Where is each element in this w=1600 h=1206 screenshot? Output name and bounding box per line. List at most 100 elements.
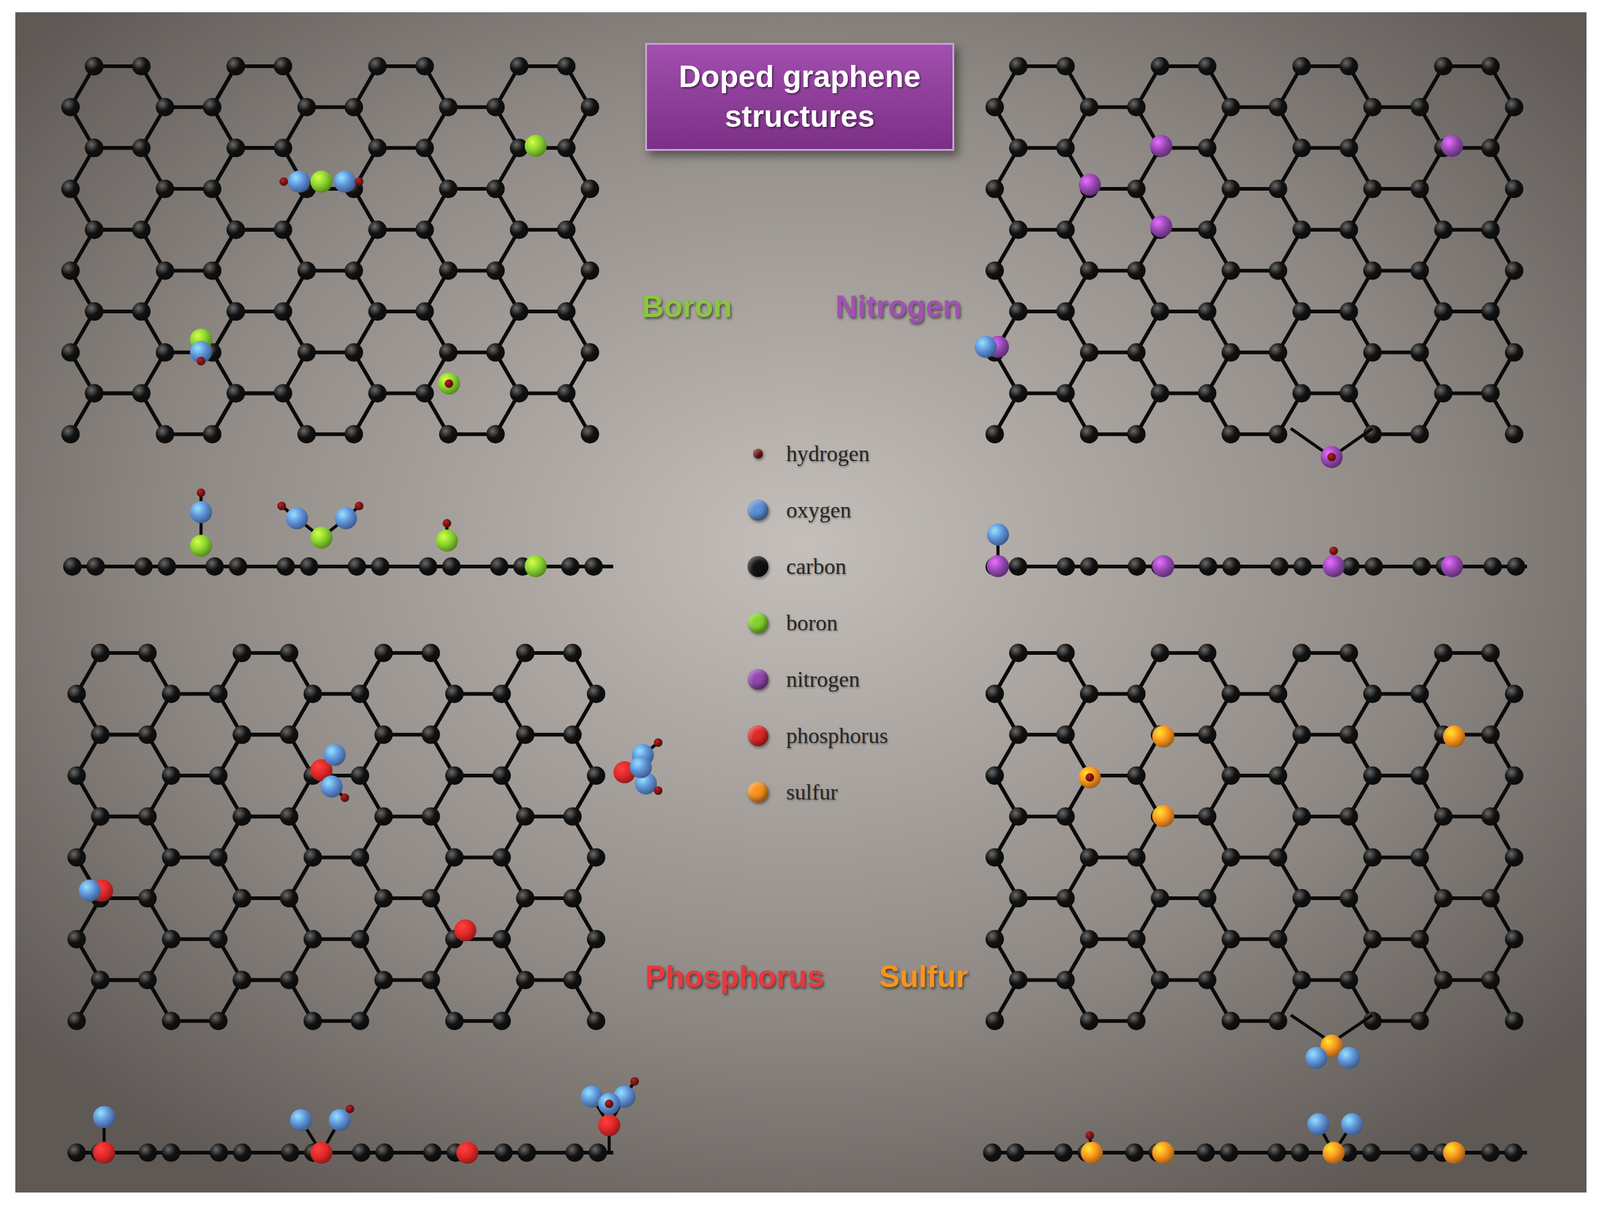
carbon-atom	[1056, 557, 1076, 576]
carbon-atom	[1268, 424, 1288, 444]
carbon-atom	[415, 57, 435, 76]
carbon-atom	[202, 179, 222, 199]
carbon-atom	[1434, 302, 1453, 321]
carbon-atom	[1056, 383, 1076, 403]
dopant-atom	[986, 555, 1009, 578]
carbon-atom	[67, 930, 86, 949]
carbon-atom	[1056, 643, 1076, 663]
carbon-atom	[1270, 557, 1289, 576]
carbon-atom	[1221, 179, 1241, 199]
carbon-atom	[1483, 557, 1502, 576]
carbon-atom	[1151, 643, 1170, 663]
dopant-atom	[1338, 1046, 1361, 1069]
carbon-atom	[1504, 261, 1524, 280]
carbon-atom	[85, 138, 104, 157]
carbon-atom	[303, 1011, 322, 1031]
carbon-atom	[371, 557, 390, 576]
dopant-atom	[196, 488, 206, 498]
carbon-atom	[1151, 57, 1170, 76]
carbon-atom	[421, 643, 441, 663]
carbon-atom	[61, 179, 80, 199]
carbon-atom	[303, 930, 322, 949]
carbon-atom	[439, 424, 458, 444]
carbon-atom	[1339, 807, 1359, 827]
carbon-atom	[1009, 383, 1028, 403]
carbon-atom	[1079, 848, 1099, 867]
carbon-atom	[561, 557, 580, 576]
carbon-atom	[985, 98, 1004, 117]
carbon-atom	[1292, 643, 1312, 663]
carbon-atom	[233, 889, 252, 908]
dopant-atom	[1078, 766, 1101, 789]
carbon-atom	[209, 766, 228, 785]
carbon-atom	[985, 179, 1004, 199]
carbon-atom	[226, 383, 246, 403]
carbon-atom	[1410, 424, 1429, 444]
legend-text: oxygen	[786, 497, 852, 524]
carbon-atom	[350, 1011, 370, 1031]
carbon-atom	[1151, 889, 1170, 908]
dopant-atom	[1150, 134, 1173, 157]
carbon-atom	[1410, 848, 1429, 867]
carbon-atom	[1009, 643, 1028, 663]
carbon-atom	[985, 930, 1004, 949]
dopant-atom	[285, 507, 308, 530]
dopant-atom	[604, 1099, 614, 1109]
carbon-atom	[1127, 424, 1146, 444]
carbon-atom	[86, 557, 105, 576]
carbon-atom	[586, 766, 606, 785]
carbon-atom	[61, 98, 80, 117]
carbon-atom	[1363, 685, 1382, 704]
lattice-panel	[61, 57, 600, 444]
carbon-atom	[1410, 685, 1429, 704]
carbon-atom	[1198, 970, 1217, 990]
carbon-atom	[1504, 848, 1524, 867]
carbon-atom	[1221, 424, 1241, 444]
legend-swatch	[753, 448, 763, 459]
dopant-atom	[524, 555, 548, 578]
carbon-atom	[297, 98, 316, 117]
carbon-atom	[155, 343, 175, 362]
carbon-atom	[510, 220, 529, 240]
carbon-atom	[1292, 57, 1312, 76]
carbon-atom	[209, 848, 228, 867]
carbon-atom	[1127, 343, 1146, 362]
carbon-atom	[303, 685, 322, 704]
carbon-atom	[233, 643, 252, 663]
carbon-atom	[1222, 557, 1241, 576]
carbon-atom	[985, 848, 1004, 867]
carbon-atom	[1268, 685, 1288, 704]
carbon-atom	[374, 970, 394, 990]
dopant-atom	[1441, 134, 1464, 157]
carbon-atom	[557, 138, 576, 157]
carbon-atom	[439, 261, 458, 280]
carbon-atom	[1339, 138, 1359, 157]
carbon-atom	[1504, 424, 1524, 444]
carbon-atom	[1290, 1143, 1310, 1163]
carbon-atom	[1339, 889, 1359, 908]
carbon-atom	[134, 557, 153, 576]
carbon-atom	[132, 57, 151, 76]
dopant-atom	[456, 1141, 479, 1164]
carbon-atom	[276, 557, 295, 576]
carbon-atom	[1292, 807, 1312, 827]
carbon-atom	[375, 1143, 394, 1163]
carbon-atom	[1268, 98, 1288, 117]
carbon-atom	[1434, 970, 1453, 990]
carbon-atom	[1481, 807, 1501, 827]
carbon-atom	[1009, 725, 1028, 744]
legend-text: hydrogen	[786, 440, 870, 467]
dopant-atom	[1152, 725, 1175, 748]
carbon-atom	[510, 302, 529, 321]
carbon-atom	[1504, 343, 1524, 362]
dopant-atom	[1320, 445, 1343, 468]
carbon-atom	[91, 807, 110, 827]
carbon-atom	[1127, 848, 1146, 867]
carbon-atom	[91, 970, 110, 990]
carbon-atom	[1127, 930, 1146, 949]
carbon-atom	[226, 138, 246, 157]
element-label: Boron	[641, 288, 732, 325]
carbon-atom	[368, 57, 387, 76]
dopant-atom	[442, 519, 452, 529]
carbon-atom	[1009, 302, 1028, 321]
